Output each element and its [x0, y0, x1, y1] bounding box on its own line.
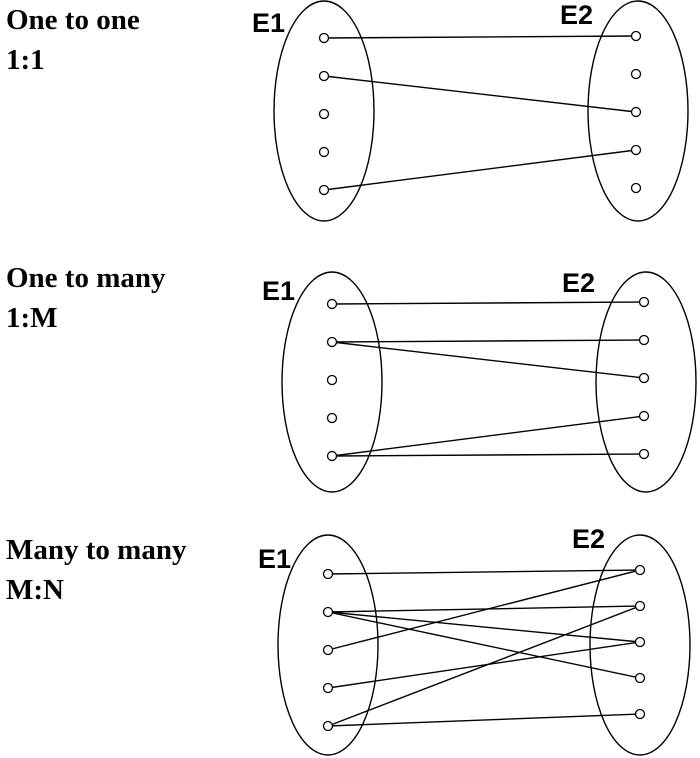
relationship-label: One to one 1:1 — [6, 0, 140, 80]
edge-e1-5-e2-5 — [331, 453, 645, 457]
nodes-group — [318, 30, 642, 196]
e2-node-4 — [638, 410, 650, 422]
e2-node-5 — [630, 182, 642, 194]
nodes-group — [326, 296, 650, 462]
edge-e1-2-e2-3 — [331, 341, 645, 379]
e2-node-5 — [634, 708, 646, 720]
mapping-diagram: E1 E2 — [252, 0, 689, 222]
e2-node-1 — [638, 296, 650, 308]
left-set-ellipse — [277, 534, 379, 756]
edge-e1-1-e2-1 — [331, 301, 645, 305]
e2-node-2 — [634, 600, 646, 612]
relationship-ratio: 1:M — [6, 302, 58, 334]
e1-node-4 — [322, 682, 334, 694]
right-set-ellipse — [595, 271, 697, 493]
e2-node-2 — [638, 334, 650, 346]
e1-node-1 — [322, 568, 334, 580]
e1-node-5 — [318, 184, 330, 196]
edge-e1-2-e2-3 — [327, 611, 641, 643]
e1-node-1 — [318, 32, 330, 44]
e2-node-4 — [630, 144, 642, 156]
e2-node-3 — [638, 372, 650, 384]
right-set-label: E2 — [560, 0, 593, 30]
right-set-label: E2 — [562, 268, 595, 298]
relationship-label: One to many 1:M — [6, 258, 166, 338]
e1-node-1 — [326, 298, 338, 310]
edge-e1-4-e2-3 — [327, 641, 641, 689]
edge-e1-5-e2-5 — [327, 713, 641, 727]
relationship-ratio: 1:1 — [6, 44, 45, 76]
relationship-ratio: M:N — [6, 574, 64, 606]
edge-e1-1-e2-1 — [327, 569, 641, 575]
edge-e1-2-e2-4 — [327, 611, 641, 679]
relationship-title: One to one — [6, 4, 140, 36]
edge-e1-2-e2-2 — [331, 339, 645, 343]
right-set-ellipse — [589, 534, 691, 756]
relationship-title: One to many — [6, 262, 166, 294]
left-set-label: E1 — [252, 8, 285, 38]
e2-node-5 — [638, 448, 650, 460]
relationship-label: Many to many M:N — [6, 530, 186, 610]
edge-e1-1-e2-1 — [323, 35, 637, 39]
e1-node-5 — [326, 450, 338, 462]
nodes-group — [322, 564, 646, 732]
edges-group — [327, 569, 641, 727]
right-set-ellipse — [587, 0, 689, 222]
e1-node-4 — [326, 412, 338, 424]
e1-node-2 — [322, 606, 334, 618]
e2-node-1 — [630, 30, 642, 42]
e1-node-3 — [322, 644, 334, 656]
edge-e1-2-e2-2 — [327, 605, 641, 613]
e2-node-3 — [634, 636, 646, 648]
left-set-label: E1 — [262, 276, 295, 306]
edge-e1-5-e2-2 — [327, 605, 641, 727]
e1-node-2 — [318, 70, 330, 82]
edge-e1-3-e2-1 — [327, 569, 641, 651]
left-set-ellipse — [273, 0, 375, 222]
e1-node-5 — [322, 720, 334, 732]
e1-node-3 — [326, 374, 338, 386]
edges-group — [331, 301, 645, 457]
mapping-diagram: E1 E2 — [262, 268, 697, 493]
e2-node-2 — [630, 68, 642, 80]
left-set-label: E1 — [258, 544, 291, 574]
e2-node-4 — [634, 672, 646, 684]
e2-node-3 — [630, 106, 642, 118]
right-set-label: E2 — [572, 524, 605, 554]
e1-node-3 — [318, 108, 330, 120]
edges-group — [323, 35, 637, 191]
edge-e1-5-e2-4 — [331, 415, 645, 457]
edge-e1-2-e2-3 — [323, 75, 637, 113]
relationship-title: Many to many — [6, 534, 187, 566]
e2-node-1 — [634, 564, 646, 576]
e1-node-2 — [326, 336, 338, 348]
left-set-ellipse — [281, 271, 383, 493]
e1-node-4 — [318, 146, 330, 158]
edge-e1-5-e2-4 — [323, 149, 637, 191]
mapping-diagram: E1 E2 — [258, 524, 691, 756]
